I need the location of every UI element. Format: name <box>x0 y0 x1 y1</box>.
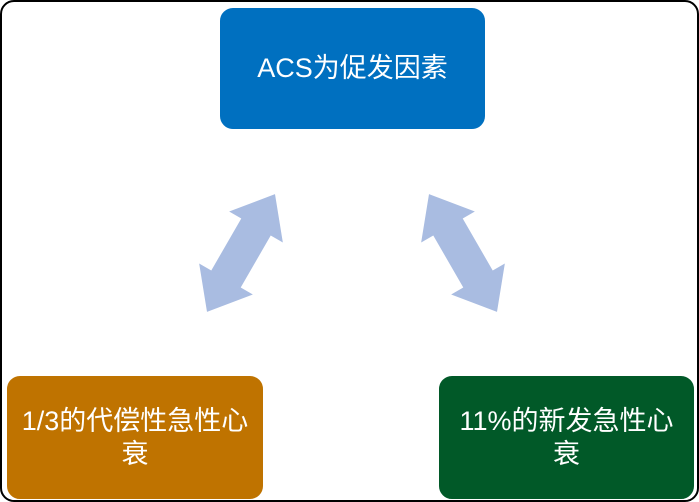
node-decompensated-hf-label: 1/3的代偿性急性心衰 <box>21 406 249 469</box>
node-acs-trigger-label: ACS为促发因素 <box>257 53 448 84</box>
double-arrow-left-shape <box>199 194 283 312</box>
double-arrow-left-icon <box>199 194 283 312</box>
node-new-onset-hf-label: 11%的新发急性心衰 <box>459 406 674 469</box>
double-arrow-right-shape <box>421 194 505 312</box>
node-decompensated-hf: 1/3的代偿性急性心衰 <box>4 373 266 500</box>
node-new-onset-hf: 11%的新发急性心衰 <box>436 373 697 500</box>
double-arrow-right-icon <box>421 194 505 312</box>
node-acs-trigger: ACS为促发因素 <box>217 5 488 132</box>
